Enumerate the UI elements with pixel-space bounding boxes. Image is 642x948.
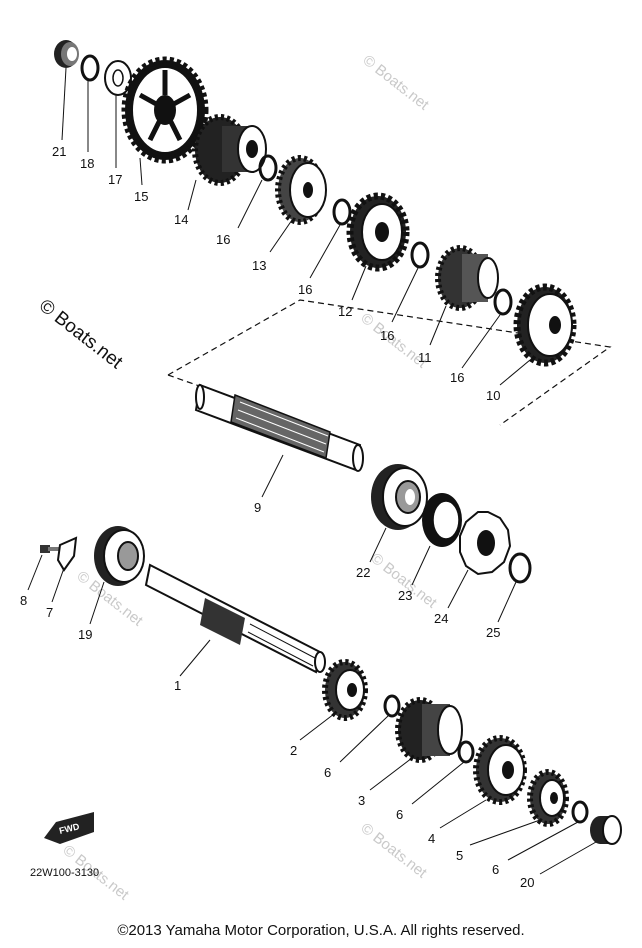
plate-7 xyxy=(56,536,78,572)
gear-3 xyxy=(395,697,463,763)
callout-24: 24 xyxy=(434,611,448,626)
gear-13 xyxy=(275,155,327,225)
circlip-16 xyxy=(493,288,513,316)
copyright-notice: ©2013 Yamaha Motor Corporation, U.S.A. A… xyxy=(117,922,525,939)
bushing-20 xyxy=(590,815,622,845)
callout-16: 16 xyxy=(216,232,230,247)
callout-19: 19 xyxy=(78,627,92,642)
circlip-16 xyxy=(410,241,430,269)
fwd-label: FWD xyxy=(58,821,81,836)
bearing-19 xyxy=(94,526,145,586)
callout-25: 25 xyxy=(486,625,500,640)
gear-4 xyxy=(473,735,527,805)
bolt-8 xyxy=(40,545,60,553)
fwd-badge: FWD xyxy=(44,812,94,844)
circlip-16 xyxy=(258,154,278,182)
callout-9: 9 xyxy=(254,500,261,515)
gear-14 xyxy=(192,114,267,186)
callout-20: 20 xyxy=(520,875,534,890)
callout-4: 4 xyxy=(428,831,435,846)
callout-18: 18 xyxy=(80,156,94,171)
callout-23: 23 xyxy=(398,588,412,603)
bearing-22 xyxy=(371,464,428,530)
callout-2: 2 xyxy=(290,743,297,758)
watermark: © Boats.net xyxy=(360,52,433,114)
gear-2 xyxy=(322,659,368,721)
callout-16: 16 xyxy=(380,328,394,343)
circlip-25 xyxy=(508,552,532,584)
callout-13: 13 xyxy=(252,258,266,273)
gear-5 xyxy=(527,769,569,827)
callout-11: 11 xyxy=(418,350,432,365)
part-code: 22W100-3130 xyxy=(30,867,99,879)
circlip-6 xyxy=(383,694,401,718)
callout-12: 12 xyxy=(338,304,352,319)
callout-6: 6 xyxy=(396,807,403,822)
callout-1: 1 xyxy=(174,678,181,693)
gear-15 xyxy=(121,56,209,164)
watermark-bold: © Boats.net xyxy=(35,295,127,373)
callout-15: 15 xyxy=(134,189,148,204)
callout-6: 6 xyxy=(324,765,331,780)
main-axle-1 xyxy=(144,563,326,674)
callout-8: 8 xyxy=(20,593,27,608)
callout-14: 14 xyxy=(174,212,188,227)
gear-10 xyxy=(513,283,577,367)
callout-16: 16 xyxy=(298,282,312,297)
group-bracket xyxy=(167,299,612,426)
watermark: © Boats.net xyxy=(358,820,431,882)
callout-6: 6 xyxy=(492,862,499,877)
callout-5: 5 xyxy=(456,848,463,863)
circlip-6 xyxy=(571,800,589,824)
callouts: 21 18 17 15 14 16 13 16 12 16 11 16 10 9… xyxy=(20,144,534,890)
callout-21: 21 xyxy=(52,144,66,159)
sprocket-24 xyxy=(459,511,512,576)
circlip-6 xyxy=(457,740,475,764)
callout-3: 3 xyxy=(358,793,365,808)
countershaft-9 xyxy=(194,383,364,472)
callout-10: 10 xyxy=(486,388,500,403)
callout-7: 7 xyxy=(46,605,53,620)
leader-lines xyxy=(27,67,597,875)
circlip-16 xyxy=(332,198,352,226)
callout-17: 17 xyxy=(108,172,122,187)
callout-22: 22 xyxy=(356,565,370,580)
circlip-18 xyxy=(80,54,100,82)
washer-17 xyxy=(104,60,132,96)
callout-16: 16 xyxy=(450,370,464,385)
gear-12 xyxy=(346,192,410,272)
oil-seal-23 xyxy=(422,493,462,547)
gear-11 xyxy=(435,245,499,311)
needle-bearing-21 xyxy=(54,40,79,68)
